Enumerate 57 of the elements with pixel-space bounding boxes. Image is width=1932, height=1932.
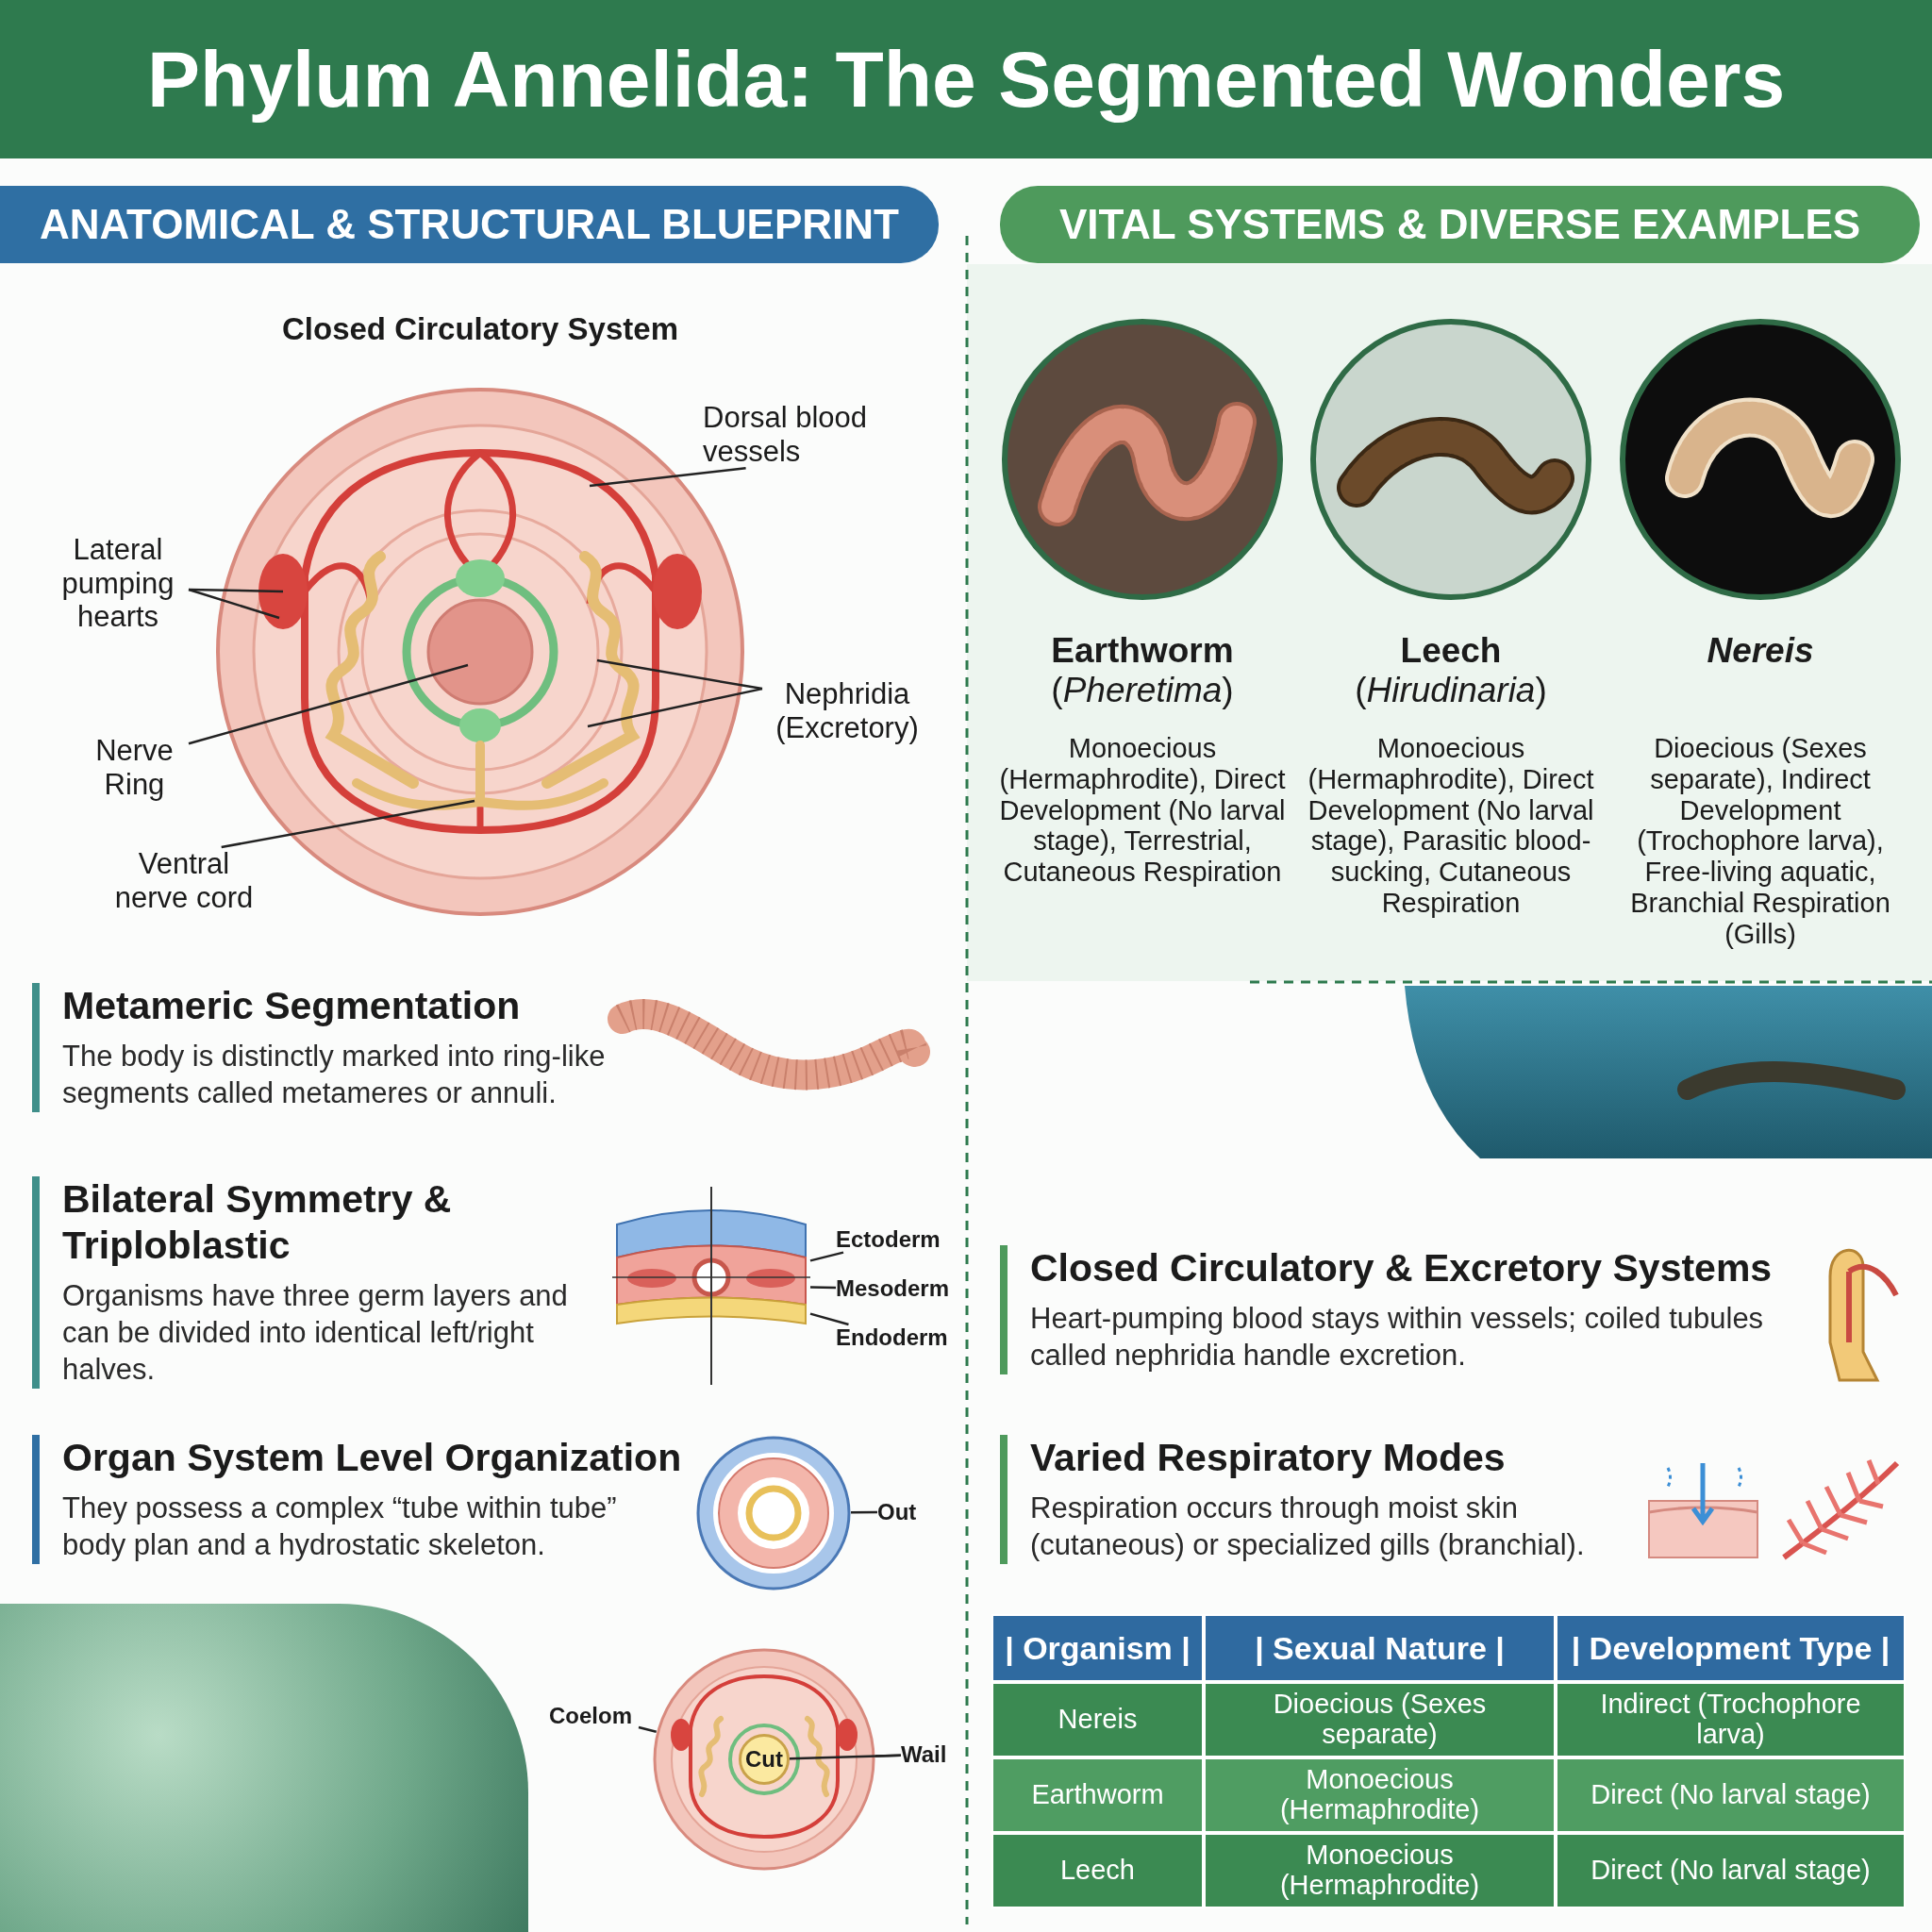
part-label: Wail <box>901 1741 958 1768</box>
part-label: Nerve Ring <box>80 734 189 802</box>
leader-line <box>587 687 763 728</box>
species-name: Leech <box>1399 631 1503 671</box>
scientific-name: (Pheretima) <box>1050 671 1235 710</box>
table-cell: Leech <box>991 1833 1204 1908</box>
part-label: Ventral nerve cord <box>99 847 269 915</box>
species-name: Earthworm <box>1050 631 1235 671</box>
leader-line <box>638 1725 657 1733</box>
drawing-title: Closed Circulatory System <box>281 311 679 347</box>
title: Phylum Annelida: The Segmented Wonders <box>145 34 1787 125</box>
section-banner: ANATOMICAL & STRUCTURAL BLUEPRINT <box>0 186 939 263</box>
part-label: Ectoderm <box>836 1226 954 1253</box>
leader-line <box>221 799 475 849</box>
leader-line <box>596 658 763 691</box>
part-label: Out <box>877 1499 924 1525</box>
section-text: Heart-pumping blood stays within vessels; coiled tubules called nephridia handle excretion. <box>1030 1301 1765 1374</box>
species-description: Monoecious (Hermaphrodite), Direct Development (No larval stage), Parasitic blood-sucking, Cutaneous Respiration <box>1307 733 1594 919</box>
leader-line <box>809 1312 849 1326</box>
section-heading: Metameric Segmentation <box>62 983 522 1029</box>
leader-line <box>188 588 280 620</box>
section-text: Organisms have three germ layers and can be divided into identical left/right halves. <box>62 1278 569 1388</box>
table-header-cell: | Organism | <box>991 1614 1204 1682</box>
section-heading: Varied Respiratory Modes <box>1030 1435 1507 1481</box>
section-text: Respiration occurs through moist skin (cutaneous) or specialized gills (branchial). <box>1030 1491 1586 1563</box>
table-cell: Nereis <box>991 1682 1204 1757</box>
section-text: They possess a complex “tube within tube” body plan and a hydrostatic skeleton. <box>62 1491 618 1563</box>
table-cell: Monoecious (Hermaphrodite) <box>1204 1757 1556 1833</box>
leader-line <box>874 1754 902 1757</box>
species-description: Dioecious (Sexes separate), Indirect Development (Trochophore larva), Free-living aquatic, Branchial Respiration (Gills) <box>1629 733 1891 950</box>
part-label: Coelom <box>549 1703 639 1729</box>
leader-line <box>810 1286 836 1290</box>
scientific-name: (Hirudinaria) <box>1354 671 1548 710</box>
table-header-cell: | Sexual Nature | <box>1204 1614 1556 1682</box>
section-text: The body is distinctly marked into ring-like segments called metameres or annuli. <box>62 1039 607 1111</box>
part-label: Lateral pumping hearts <box>47 533 189 634</box>
table-cell: Direct (No larval stage) <box>1556 1757 1906 1833</box>
table-header-cell: | Development Type | <box>1556 1614 1906 1682</box>
table-cell: Indirect (Trochophore larva) <box>1556 1682 1906 1757</box>
table-cell: Monoecious (Hermaphrodite) <box>1204 1833 1556 1908</box>
table-cell: Direct (No larval stage) <box>1556 1833 1906 1908</box>
section-banner: VITAL SYSTEMS & DIVERSE EXAMPLES <box>1000 186 1920 263</box>
section-heading: Organ System Level Organization <box>62 1435 683 1481</box>
part-label: Endoderm <box>836 1324 954 1351</box>
leader-line <box>851 1510 877 1514</box>
section-heading: Closed Circulatory & Excretory Systems <box>1030 1245 1774 1291</box>
species-description: Monoecious (Hermaphrodite), Direct Development (No larval stage), Terrestrial, Cutaneous Respiration <box>999 733 1286 888</box>
part-label: Nephridia (Excretory) <box>762 677 932 745</box>
leader-line <box>188 663 469 745</box>
table-cell: Dioecious (Sexes separate) <box>1204 1682 1556 1757</box>
leader-line <box>589 467 746 488</box>
leader-line <box>809 1251 844 1262</box>
species-name: Nereis <box>1706 631 1815 671</box>
section-heading: Bilateral Symmetry & Triploblastic <box>62 1176 453 1270</box>
part-label: Mesoderm <box>836 1275 954 1302</box>
part-label: Dorsal blood vessels <box>703 401 910 469</box>
table-cell: Earthworm <box>991 1757 1204 1833</box>
